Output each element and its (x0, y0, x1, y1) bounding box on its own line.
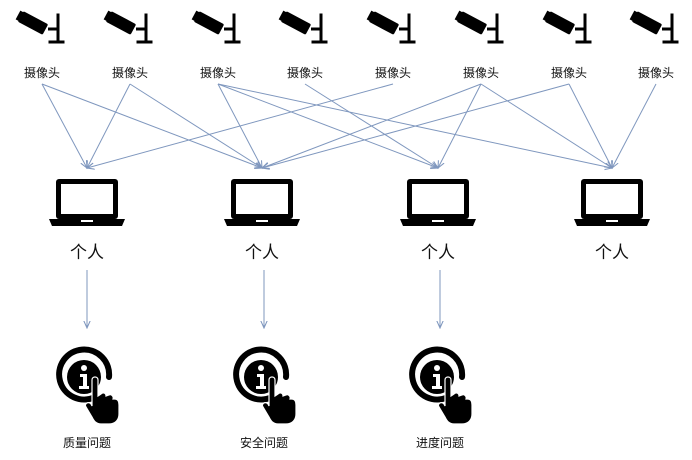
person-node: 个人 (400, 179, 476, 263)
security-camera-icon (542, 10, 592, 44)
security-camera-icon (629, 10, 679, 44)
camera-node: 摄像头 (191, 10, 241, 80)
security-camera-icon (366, 10, 416, 44)
connection-arrow (262, 83, 482, 168)
camera-node: 摄像头 (629, 10, 679, 80)
info-touch-icon (409, 346, 473, 425)
person-label: 个人 (70, 243, 104, 263)
person-node: 个人 (224, 179, 300, 263)
security-camera-icon (103, 10, 153, 44)
issue-row: 质量问题 安全问题 进度问题 (56, 346, 473, 450)
camera-node: 摄像头 (103, 10, 153, 80)
camera-row: 摄像头 摄像头 摄像头 摄像头 摄像头 摄像头 摄像头 摄像头 (15, 10, 679, 80)
camera-node: 摄像头 (278, 10, 328, 80)
camera-node: 摄像头 (15, 10, 65, 80)
laptop-icon (224, 179, 300, 226)
security-camera-icon (191, 10, 241, 44)
person-node: 个人 (574, 179, 650, 263)
laptop-icon (574, 179, 650, 226)
info-touch-icon (233, 346, 297, 425)
connection-arrow (438, 83, 482, 168)
security-camera-icon (15, 10, 65, 44)
connection-arrow (41, 83, 262, 168)
issue-node: 进度问题 (409, 346, 473, 450)
issue-label: 质量问题 (63, 436, 111, 450)
issue-node: 安全问题 (233, 346, 297, 450)
connection-arrow (568, 83, 612, 168)
camera-node: 摄像头 (366, 10, 416, 80)
issue-label: 安全问题 (240, 435, 288, 450)
camera-label: 摄像头 (287, 65, 323, 80)
camera-label: 摄像头 (638, 65, 674, 80)
person-label: 个人 (245, 243, 279, 263)
camera-label: 摄像头 (463, 65, 499, 80)
connection-arrow (87, 83, 131, 168)
camera-node: 摄像头 (454, 10, 504, 80)
connection-arrows (41, 83, 657, 328)
connection-arrow (41, 83, 87, 168)
connection-arrow (480, 83, 612, 168)
security-camera-icon (454, 10, 504, 44)
connection-arrow (217, 83, 612, 168)
connection-arrow (217, 83, 438, 168)
laptop-icon (400, 179, 476, 226)
camera-node: 摄像头 (542, 10, 592, 80)
connection-arrow (87, 83, 394, 168)
laptop-icon (49, 179, 125, 226)
connection-arrow (612, 83, 657, 168)
camera-label: 摄像头 (112, 65, 148, 80)
person-label: 个人 (595, 243, 629, 263)
info-touch-icon (56, 346, 120, 425)
person-node: 个人 (49, 179, 125, 263)
security-camera-icon (278, 10, 328, 44)
issue-label: 进度问题 (416, 435, 464, 450)
connection-arrow (129, 83, 262, 168)
person-label: 个人 (421, 243, 455, 263)
person-row: 个人 个人 个人 个人 (49, 179, 650, 263)
issue-node: 质量问题 (56, 346, 120, 450)
camera-label: 摄像头 (551, 65, 587, 80)
camera-label: 摄像头 (375, 65, 411, 80)
camera-label: 摄像头 (24, 65, 60, 80)
camera-label: 摄像头 (200, 65, 236, 80)
